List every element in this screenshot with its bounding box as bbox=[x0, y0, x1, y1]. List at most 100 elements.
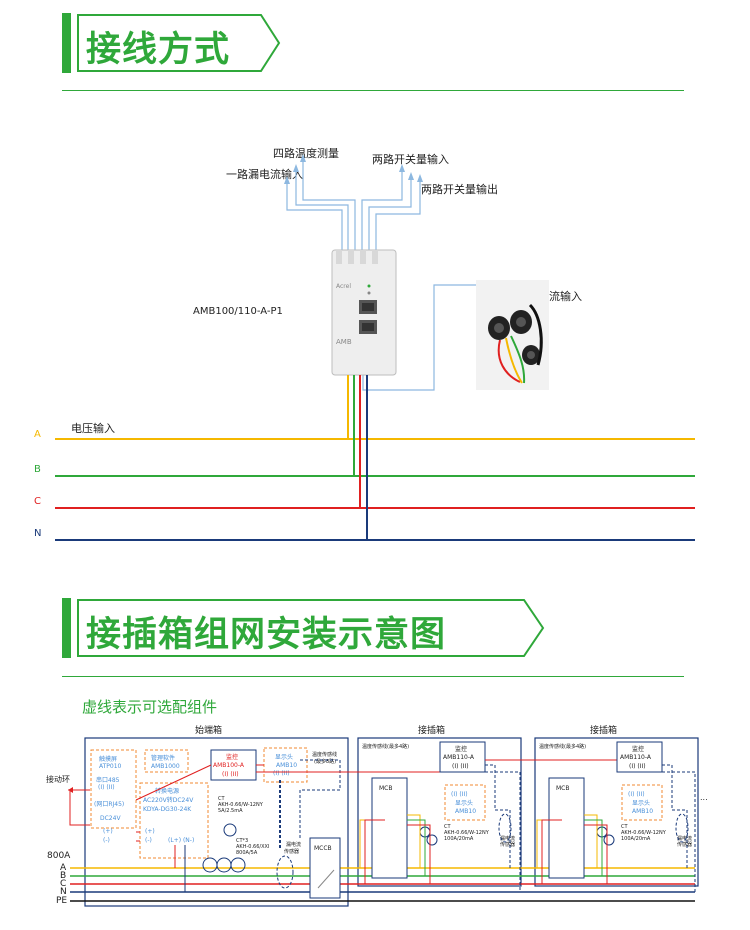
phase-lines: A B C N bbox=[34, 375, 695, 541]
divider-line bbox=[62, 90, 684, 91]
plug-box-2-title: 接插箱 bbox=[590, 724, 617, 736]
port485-label: 串口485 bbox=[96, 776, 120, 784]
ct-spec-plug1: 100A/20mA bbox=[444, 836, 474, 842]
display-ports-plug1: (I) (II) bbox=[451, 791, 468, 798]
converter-model: KDYA-DG30-24K bbox=[143, 806, 192, 813]
display-label-plug2: 显示头 bbox=[632, 799, 650, 807]
connection-lines-start bbox=[69, 759, 440, 892]
mcb-label-plug2: MCB bbox=[556, 785, 569, 792]
plus-label: (+) bbox=[103, 828, 113, 835]
ct-sub-spec: 800A/5A bbox=[236, 850, 258, 856]
display-label-plug1: 显示头 bbox=[455, 799, 473, 807]
monitor-ports-plug1: (I) (II) bbox=[452, 763, 469, 770]
start-box-title: 始端箱 bbox=[195, 724, 222, 736]
minus-label: (-) bbox=[103, 837, 110, 844]
bus-lines: 800A A B C N PE bbox=[47, 851, 695, 906]
monitor-model-start: AMB100-A bbox=[213, 762, 245, 769]
bus-b-label: B bbox=[60, 871, 66, 881]
temp-sensor-plug2: 温度传感线(最多4路) bbox=[539, 743, 586, 750]
ct-sensor-image bbox=[476, 280, 549, 390]
header-accent-bar bbox=[62, 598, 71, 658]
ct-sub-model: AKH-0.66/XXI bbox=[236, 844, 269, 850]
ct-spec-plug2: 100A/20mA bbox=[621, 836, 651, 842]
software-label: 管理软件 bbox=[151, 754, 175, 762]
display-ports-start: (I) (II) bbox=[273, 770, 290, 777]
touchscreen-model: ATP010 bbox=[99, 763, 122, 770]
plug-box-2 bbox=[534, 737, 699, 887]
monitor-ports-start: (I) (II) bbox=[222, 771, 239, 778]
ellipsis: ... bbox=[700, 793, 708, 802]
ring-label: 接动环 bbox=[46, 774, 70, 784]
converter-block bbox=[139, 782, 209, 859]
amb-device: Acrel AMB bbox=[331, 249, 397, 376]
ct-model-plug1: AKH-0.66/W-12NY bbox=[444, 830, 490, 836]
leak-sensor-plug1-sub: 传感器 bbox=[500, 841, 515, 848]
leak-sensor-plug1: 漏电流 bbox=[500, 835, 515, 842]
label-leak: 一路漏电流输入 bbox=[226, 167, 303, 181]
divider-line bbox=[62, 676, 684, 677]
leak-sensor-plug2: 漏电流 bbox=[677, 835, 692, 842]
monitor-label-plug1: 监控 bbox=[455, 745, 467, 753]
monitor-block-plug1 bbox=[439, 741, 486, 773]
port485-sub: (I) (II) bbox=[98, 784, 115, 791]
touchscreen-label: 触摸屏 bbox=[99, 755, 117, 763]
ct-label-plug1: CT bbox=[444, 824, 451, 830]
label-model: AMB100/110-A-P1 bbox=[193, 306, 283, 317]
temp-sensor-plug1: 温度传感线(最多4路) bbox=[362, 743, 409, 750]
ct-main-label: CT bbox=[218, 796, 225, 802]
plus-label-2: (+) bbox=[145, 828, 155, 835]
monitor-block-plug2 bbox=[616, 741, 663, 773]
device-name: AMB bbox=[336, 338, 352, 346]
wires-plug1 bbox=[359, 759, 620, 892]
converter-label: 转换电源 bbox=[155, 787, 179, 795]
ct-main-spec: 5A/2.5mA bbox=[218, 808, 243, 814]
signal-lines bbox=[286, 160, 476, 391]
leak-sensor-start-sub: 传感器 bbox=[284, 848, 299, 855]
mccb-block bbox=[309, 837, 341, 899]
header-arrow-frame bbox=[77, 14, 281, 72]
header-accent-bar bbox=[62, 13, 71, 73]
start-box bbox=[84, 737, 349, 907]
wires-plug2 bbox=[536, 764, 696, 892]
wiring-diagram: 四路温度测量 一路漏电流输入 两路开关量输入 两路开关量输出 AMB100/11… bbox=[34, 146, 695, 541]
device-brand: Acrel bbox=[336, 283, 351, 290]
section-header-wiring: 接线方式 bbox=[62, 13, 281, 73]
ct-sub-label: CT*3 bbox=[236, 838, 248, 844]
display-model-start: AMB10 bbox=[276, 762, 297, 769]
display-block-plug1 bbox=[444, 784, 486, 821]
monitor-model-plug1: AMB110-A bbox=[443, 754, 475, 761]
plug-box-1 bbox=[357, 737, 522, 887]
section-header-network: 接插箱组网安装示意图 bbox=[62, 598, 545, 658]
phase-b-label: B bbox=[34, 464, 41, 475]
display-label-start: 显示头 bbox=[275, 753, 293, 761]
section-title-wiring: 接线方式 bbox=[86, 30, 231, 70]
leak-sensor-plug2-sub: 传感器 bbox=[677, 841, 692, 848]
monitor-label-plug2: 监控 bbox=[632, 745, 644, 753]
label-temp: 四路温度测量 bbox=[273, 146, 339, 160]
phase-c-label: C bbox=[34, 496, 41, 507]
minus-label-2: (-) bbox=[145, 837, 152, 844]
label-voltage-in: 电压输入 bbox=[71, 421, 115, 435]
display-model-plug2: AMB10 bbox=[632, 808, 653, 815]
temp-sensor-start-sub: (最多8路) bbox=[314, 758, 336, 765]
mccb-label: MCCB bbox=[314, 845, 332, 852]
bus-pe-label: PE bbox=[56, 896, 67, 906]
touchscreen-block bbox=[90, 749, 137, 829]
leak-sensor-start: 漏电流 bbox=[286, 841, 301, 848]
mcb-block-plug2 bbox=[548, 777, 585, 879]
bus-a-label: A bbox=[60, 863, 67, 873]
display-ports-plug2: (I) (II) bbox=[628, 791, 645, 798]
converter-spec: AC220V转DC24V bbox=[143, 796, 194, 804]
dc24-label: DC24V bbox=[100, 815, 121, 822]
bus-c-label: C bbox=[60, 879, 66, 889]
label-switch-out: 两路开关量输出 bbox=[421, 182, 498, 196]
label-switch-in: 两路开关量输入 bbox=[372, 152, 449, 166]
network-diagram: 始端箱 接插箱 接插箱 800A A B C N PE 接动环 触摸屏 ATP0… bbox=[46, 724, 708, 907]
ct-main-model: AKH-0.66/W-12NY bbox=[218, 802, 264, 808]
ct-rings-start bbox=[202, 823, 294, 889]
plug-box-1-title: 接插箱 bbox=[418, 724, 445, 736]
monitor-label-start: 监控 bbox=[226, 753, 238, 761]
mcb-block-plug1 bbox=[371, 777, 408, 879]
monitor-model-plug2: AMB110-A bbox=[620, 754, 652, 761]
ln-label: (L+) (N-) bbox=[168, 837, 194, 844]
